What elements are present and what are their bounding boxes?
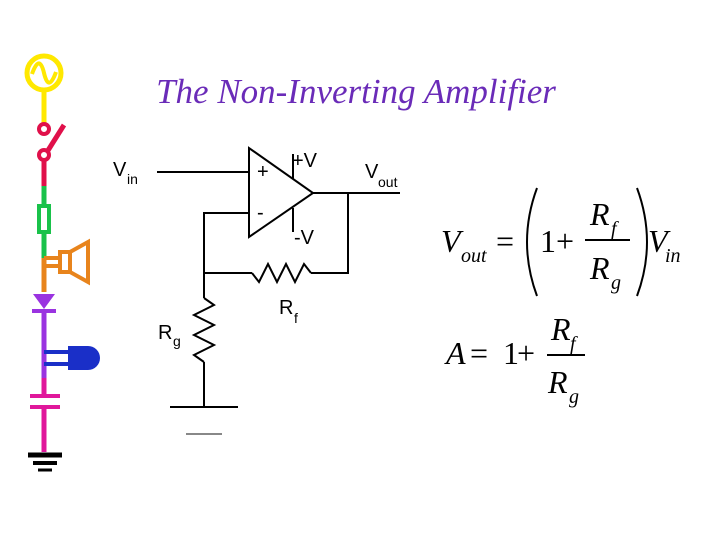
capacitor-icon: [30, 378, 60, 452]
speaker-icon: [41, 238, 90, 292]
formula1-vin: V: [648, 223, 671, 259]
formula1-den-r: R: [589, 250, 610, 286]
vout-label-sub: out: [378, 174, 398, 190]
rf-label: R: [279, 297, 293, 319]
rf-label-sub: f: [294, 310, 298, 326]
formula2-plus: +: [517, 335, 535, 371]
formula2-den-r: R: [547, 364, 568, 400]
lamp-icon: [44, 346, 100, 370]
resistor-icon: [37, 186, 51, 258]
rg-label-sub: g: [173, 333, 181, 349]
switch-icon: [37, 122, 67, 186]
formula2-num-r: R: [550, 311, 571, 347]
formula2-num-sub: f: [570, 333, 578, 355]
formula1-num-sub: f: [611, 218, 619, 240]
ground-icon: [28, 452, 62, 472]
inverting-input-wire: [203, 212, 252, 274]
page-title: The Non-Inverting Amplifier: [156, 72, 556, 111]
rg-resistor: [191, 297, 217, 363]
rf-resistor: [251, 261, 312, 285]
formula2-den-sub: g: [569, 386, 579, 408]
formula1-right-paren: [636, 187, 648, 297]
formula1-num-r: R: [589, 196, 610, 232]
ac-source-icon: [24, 53, 64, 124]
feedback-wire: [311, 193, 349, 274]
formula1-equals: =: [496, 223, 514, 259]
formula1-vout: V: [441, 223, 464, 259]
opamp-circuit: [157, 146, 400, 435]
formula1-plus: +: [556, 223, 574, 259]
formula1-left-paren: [526, 187, 538, 297]
opamp-symbol: [248, 146, 315, 239]
inverting-input-label: -: [257, 202, 264, 224]
formula2-equals: =: [470, 335, 488, 371]
negative-supply-label: -V: [294, 227, 315, 249]
formula2-one: 1: [503, 335, 519, 371]
circuit-labels: V in + - +V -V V out R f R g: [113, 150, 398, 349]
noninverting-input-label: +: [257, 161, 269, 183]
formula2-a: A: [444, 335, 466, 371]
vout-label: V: [365, 161, 379, 183]
formula1-one: 1: [540, 223, 556, 259]
gain-formula-short: A = 1 + R f R g: [444, 311, 585, 408]
formula1-vin-sub: in: [665, 245, 681, 267]
rg-label: R: [158, 322, 172, 344]
component-strip: [24, 53, 100, 472]
vin-label: V: [113, 159, 127, 181]
diode-icon: [32, 294, 56, 378]
vin-label-sub: in: [127, 171, 138, 187]
formula1-den-sub: g: [611, 272, 621, 294]
positive-supply-label: +V: [292, 150, 318, 172]
formula1-vout-sub: out: [461, 245, 487, 267]
gain-formula-full: V out = 1 + R f R g V in: [441, 187, 681, 297]
